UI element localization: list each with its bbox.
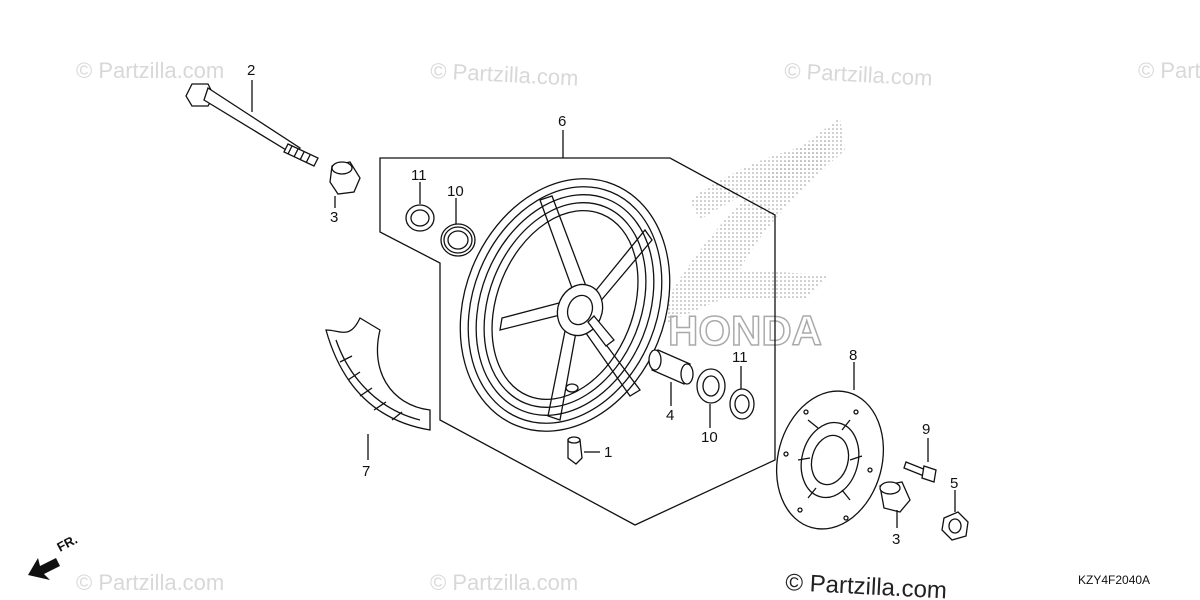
part-number-label[interactable]: 6 — [558, 113, 566, 130]
bearing — [405, 204, 435, 232]
watermark: © Partzilla.com — [76, 58, 224, 83]
distance-collar — [648, 349, 694, 385]
part-number-label[interactable]: 8 — [849, 347, 857, 364]
collar — [329, 161, 361, 195]
brake-disc — [775, 390, 885, 530]
footer-watermark: © Partzilla.com — [785, 569, 948, 600]
part-number-label[interactable]: 9 — [922, 421, 930, 438]
assembly-frame — [379, 157, 776, 526]
watermark: © Partzilla.com — [76, 570, 224, 595]
watermark: © Partzilla.com — [784, 58, 933, 91]
front-wheel — [459, 178, 671, 432]
honda-wing-logo: HONDA — [650, 118, 845, 355]
part-number-label[interactable]: 5 — [950, 475, 958, 492]
part-number-label[interactable]: 10 — [701, 429, 718, 446]
part-number-label[interactable]: 11 — [411, 167, 427, 184]
part-number-label[interactable]: 10 — [447, 183, 464, 200]
bearing — [696, 368, 726, 404]
watermark: © Partzilla.com — [430, 58, 579, 91]
watermark: © Partzilla.com — [430, 570, 578, 595]
disc-bolt — [903, 461, 937, 483]
bearing — [440, 223, 476, 257]
part-number-label[interactable]: 4 — [666, 407, 674, 424]
diagram-code: KZY4F2040A — [1078, 573, 1150, 587]
valve-stem — [567, 436, 583, 465]
part-number-label[interactable]: 11 — [732, 349, 748, 366]
part-number-label[interactable]: 7 — [362, 463, 370, 480]
part-number-label[interactable]: 3 — [892, 531, 900, 548]
front-direction-marker: FR. — [28, 532, 80, 580]
axle-nut — [941, 511, 969, 541]
axle-bolt — [185, 83, 319, 167]
arrow-icon — [28, 558, 60, 580]
collar — [879, 481, 911, 513]
part-number-label[interactable]: 2 — [247, 62, 255, 79]
watermark: © Partzilla.com — [1138, 58, 1200, 83]
part-number-label[interactable]: 1 — [604, 444, 612, 461]
tire — [325, 317, 431, 431]
honda-brand-text: HONDA — [668, 307, 822, 354]
part-number-label[interactable]: 3 — [330, 209, 338, 226]
front-label: FR. — [54, 532, 80, 555]
bearing — [729, 388, 755, 420]
